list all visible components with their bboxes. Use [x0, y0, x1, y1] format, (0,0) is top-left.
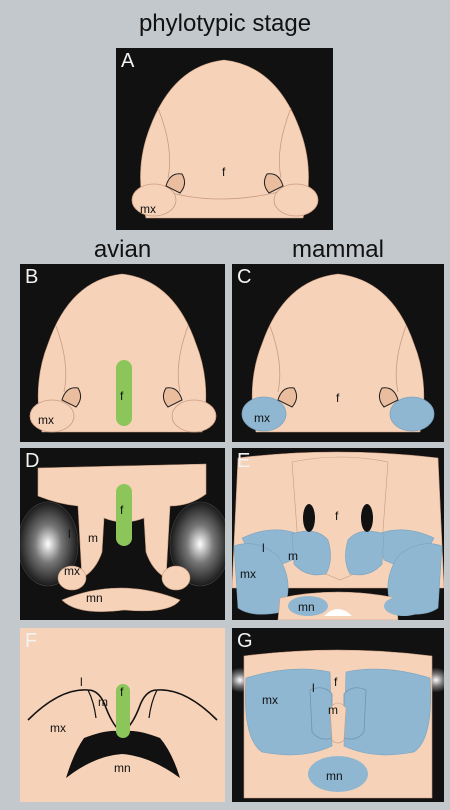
heading-phylotypic-stage: phylotypic stage — [100, 10, 350, 38]
panel-c-drawing: f mx — [232, 264, 444, 442]
panel-f-label-mn: mn — [114, 761, 131, 775]
panel-d-drawing: f l m mx mn — [20, 448, 225, 620]
panel-e-mandible-domain-right — [384, 596, 424, 616]
panel-g-drawing: f l m mx mn — [232, 628, 444, 802]
panel-a-label-mx: mx — [140, 202, 156, 216]
panel-b: f mx B — [20, 264, 225, 442]
panel-g-label-mn: mn — [326, 769, 343, 783]
panel-g-label-m: m — [328, 703, 338, 717]
panel-d-label-m: m — [88, 531, 98, 545]
panel-c-maxillary-right — [390, 397, 434, 431]
panel-d: f l m mx mn D — [20, 448, 225, 620]
panel-d-label-mx: mx — [64, 564, 80, 578]
panel-e-label-mx: mx — [240, 567, 256, 581]
panel-b-maxillary-right — [172, 400, 216, 432]
panel-e-nostril-left — [303, 504, 315, 532]
panel-e-drawing: f l m mx mn — [232, 448, 444, 620]
panel-g: f l m mx mn G — [232, 628, 444, 802]
panel-f-label-mx: mx — [50, 721, 66, 735]
heading-mammal: mammal — [232, 236, 444, 264]
panel-e-letter: E — [237, 450, 250, 473]
panel-g-label-mx: mx — [262, 693, 278, 707]
panel-b-green-domain — [116, 360, 132, 426]
panel-c: f mx C — [232, 264, 444, 442]
panel-g-letter: G — [237, 630, 253, 653]
panel-c-label-mx: mx — [254, 411, 270, 425]
panel-a-drawing: f mx — [116, 48, 333, 230]
panel-d-mandible — [62, 588, 180, 612]
panel-a-maxillary-right — [274, 184, 318, 216]
panel-e-label-l: l — [262, 541, 265, 555]
panel-d-green-domain — [116, 484, 132, 546]
panel-b-drawing: f mx — [20, 264, 225, 442]
panel-a-letter: A — [121, 50, 134, 73]
panel-g-label-l: l — [312, 681, 315, 695]
panel-b-label-mx: mx — [38, 413, 54, 427]
panel-d-letter: D — [25, 450, 39, 473]
panel-e-label-mn: mn — [298, 600, 315, 614]
panel-g-medial-right — [344, 688, 366, 739]
panel-f: f l m mx mn F — [20, 628, 225, 802]
panel-d-label-mn: mn — [86, 591, 103, 605]
panel-e-nostril-right — [361, 504, 373, 532]
panel-d-maxillary-right — [162, 566, 190, 590]
panel-c-letter: C — [237, 266, 251, 289]
panel-e: f l m mx mn E — [232, 448, 444, 620]
heading-avian: avian — [20, 236, 225, 264]
panel-f-letter: F — [25, 630, 37, 653]
panel-d-label-l: l — [68, 527, 71, 541]
panel-f-drawing: f l m mx mn — [20, 628, 225, 802]
panel-f-label-l: l — [80, 675, 83, 689]
panel-e-label-m: m — [288, 549, 298, 563]
panel-a: f mx A — [116, 48, 333, 230]
panel-f-label-m: m — [98, 695, 108, 709]
panel-b-letter: B — [25, 266, 38, 289]
